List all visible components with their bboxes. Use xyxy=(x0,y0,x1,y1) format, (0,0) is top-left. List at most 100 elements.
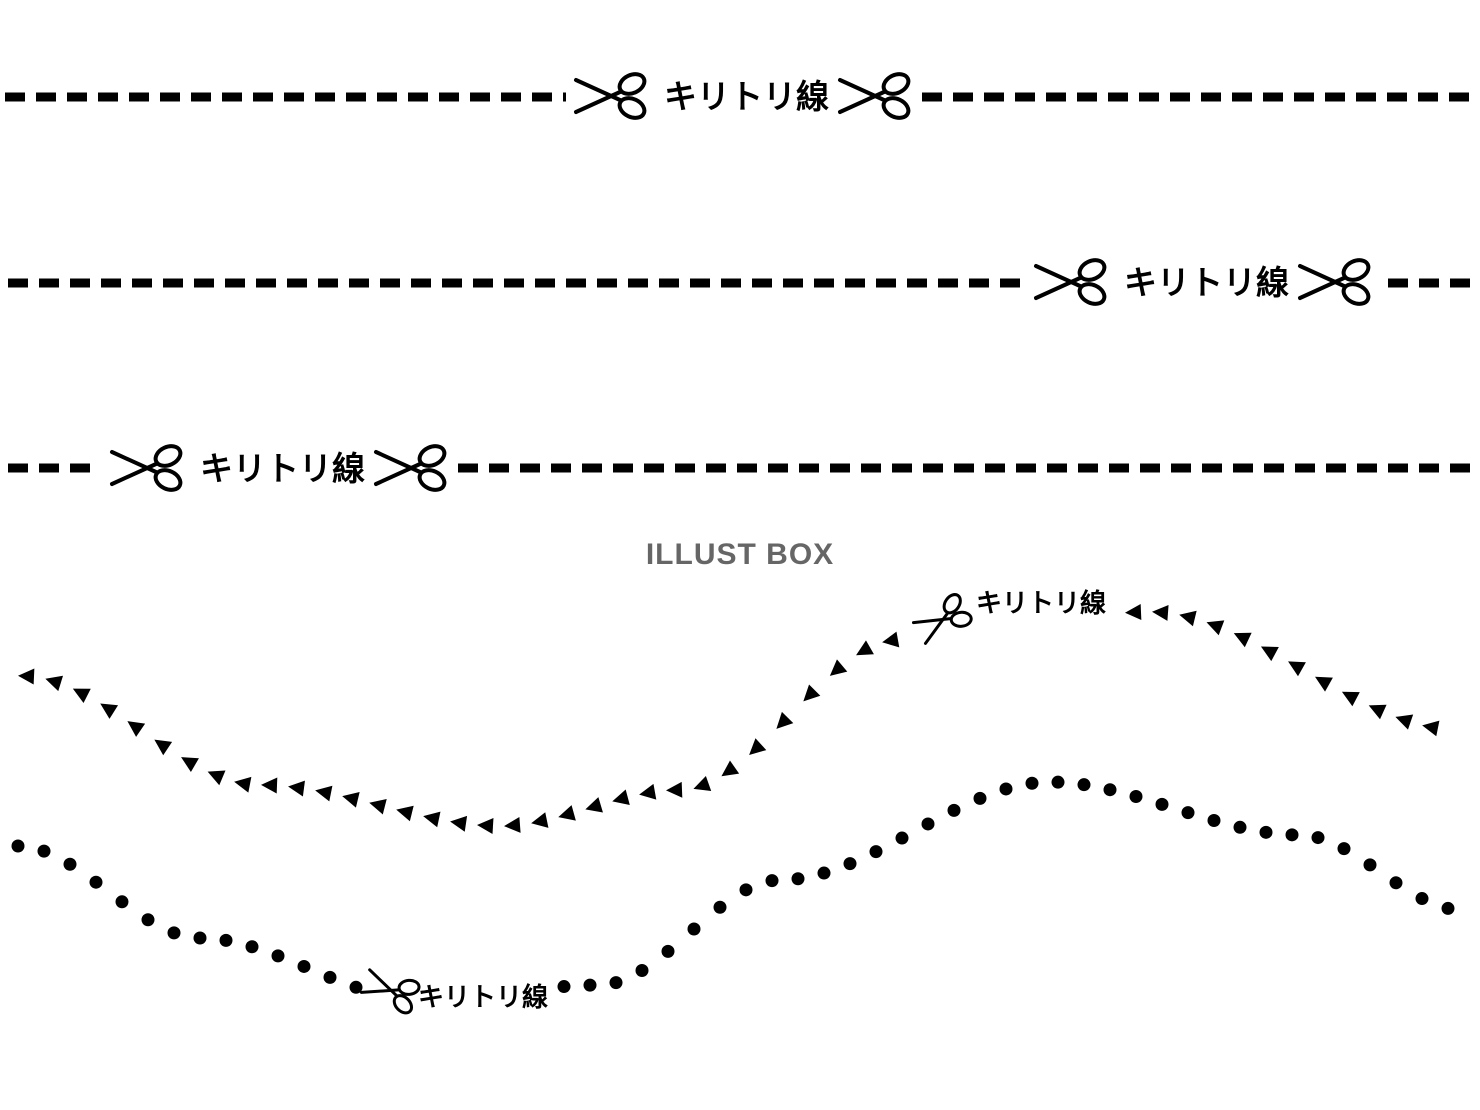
scissors-icon xyxy=(110,440,186,496)
dot-mark xyxy=(869,845,883,859)
dot-mark xyxy=(1155,797,1169,811)
triangle-mark xyxy=(1341,691,1360,707)
dot-mark xyxy=(609,976,623,990)
cut-label: キリトリ線 xyxy=(418,983,549,1013)
triangle-mark xyxy=(423,811,441,828)
dot-mark xyxy=(1337,842,1351,856)
triangle-mark xyxy=(369,798,387,815)
triangle-mark xyxy=(721,760,740,777)
dot-mark xyxy=(1285,828,1299,842)
cut-label: キリトリ線 xyxy=(664,77,829,116)
triangle-mark xyxy=(45,675,64,692)
dot-mark xyxy=(1051,775,1065,789)
dashed-line-3 xyxy=(8,440,1480,496)
triangle-mark xyxy=(1368,704,1387,720)
triangle-mark xyxy=(1315,676,1333,692)
triangle-mark xyxy=(585,797,603,813)
dot-mark xyxy=(713,900,727,914)
triangle-mark xyxy=(531,812,549,828)
triangle-mark xyxy=(558,805,576,821)
scissors-icon xyxy=(1298,254,1374,310)
dot-mark xyxy=(765,874,779,888)
dot-mark xyxy=(1363,858,1377,872)
dot-mark xyxy=(323,970,337,984)
triangle-mark xyxy=(1422,720,1440,737)
dot-mark xyxy=(1181,806,1195,820)
triangle-mark xyxy=(450,815,468,832)
scissors-icon xyxy=(908,587,979,652)
triangle-mark xyxy=(72,688,91,704)
dot-mark xyxy=(1025,776,1039,790)
dot-mark xyxy=(1259,825,1273,839)
cut-label: キリトリ線 xyxy=(200,449,365,488)
triangle-mark xyxy=(856,640,874,656)
dot-mark xyxy=(1415,892,1429,906)
triangle-mark xyxy=(396,805,414,822)
triangle-mark xyxy=(181,757,199,773)
dot-mark xyxy=(1129,790,1143,804)
dot-mark xyxy=(1077,778,1091,792)
dot-mark xyxy=(557,980,571,994)
dot-mark xyxy=(817,866,831,880)
dot-mark xyxy=(661,944,675,958)
dot-mark xyxy=(1389,876,1403,890)
triangle-mark xyxy=(100,703,119,719)
dashed-line-2 xyxy=(8,254,1480,310)
triangle-mark xyxy=(342,792,360,808)
triangle-mark xyxy=(1179,610,1197,627)
dot-mark xyxy=(739,883,753,897)
dot-mark xyxy=(999,782,1013,796)
scissors-icon xyxy=(1034,254,1110,310)
dot-mark xyxy=(297,959,311,973)
triangle-mark xyxy=(666,781,683,798)
triangle-mark xyxy=(18,668,35,685)
triangle-mark xyxy=(803,684,821,702)
dotted-wave-line xyxy=(11,775,1455,994)
dot-mark xyxy=(895,831,909,845)
triangle-mark xyxy=(639,783,657,800)
triangle-mark xyxy=(1260,646,1279,662)
triangle-mark xyxy=(1288,661,1306,677)
triangle-mark xyxy=(154,739,173,756)
triangle-mark xyxy=(1233,632,1252,648)
dot-mark xyxy=(635,964,649,978)
dot-mark xyxy=(1311,831,1325,845)
dot-mark xyxy=(947,803,961,817)
dot-mark xyxy=(11,839,25,853)
scissors-icon xyxy=(374,440,450,496)
dot-mark xyxy=(1207,813,1221,827)
triangle-mark xyxy=(693,775,712,792)
dot-mark xyxy=(219,933,233,947)
dot-mark xyxy=(63,857,77,871)
scissors-icon xyxy=(838,68,914,124)
triangle-mark xyxy=(1152,604,1169,621)
triangle-mark xyxy=(207,770,226,786)
triangle-mark xyxy=(477,818,494,835)
cut-label: キリトリ線 xyxy=(1124,263,1289,302)
scissors-icon xyxy=(357,961,426,1020)
triangle-mark xyxy=(882,631,900,648)
triangle-mark xyxy=(1395,714,1414,730)
dot-mark xyxy=(687,922,701,936)
triangle-mark xyxy=(1206,620,1225,636)
triangle-mark xyxy=(776,711,794,729)
triangle-mark xyxy=(261,777,278,794)
dot-mark xyxy=(921,817,935,831)
dot-mark xyxy=(37,844,51,858)
dashed-line-1 xyxy=(5,68,1480,124)
cut-label: キリトリ線 xyxy=(976,589,1107,619)
triangle-mark xyxy=(504,816,521,833)
dot-mark xyxy=(141,913,155,927)
dot-mark xyxy=(271,949,285,963)
triangle-mark xyxy=(288,780,305,797)
dot-mark xyxy=(245,940,259,954)
watermark: ILLUST BOX xyxy=(645,538,835,571)
scissors-icon xyxy=(574,68,650,124)
dot-mark xyxy=(167,926,181,940)
dot-mark xyxy=(1103,783,1117,797)
dot-mark xyxy=(1233,820,1247,834)
triangle-mark xyxy=(234,776,252,793)
triangle-mark xyxy=(612,789,630,806)
triangle-mark xyxy=(749,738,767,756)
